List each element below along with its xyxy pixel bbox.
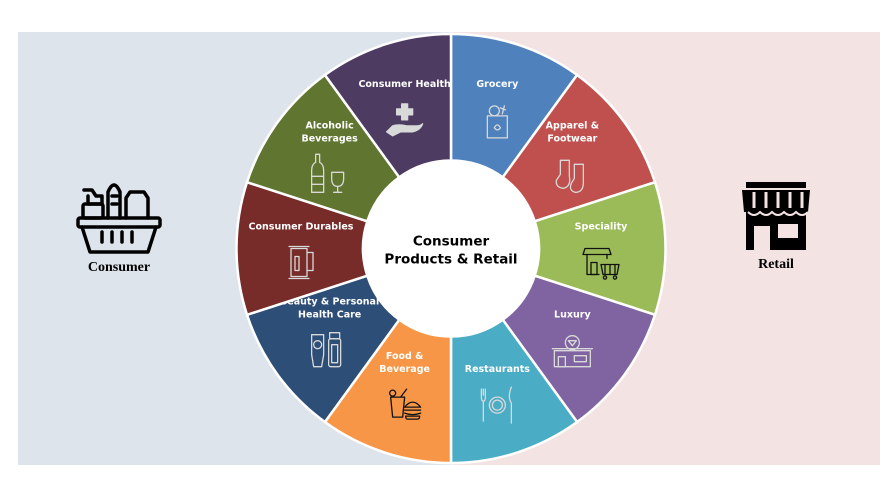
grocery-bag-icon	[486, 105, 509, 139]
consumer-label: Consumer	[87, 260, 151, 275]
center-title-line1: Consumer	[413, 234, 490, 250]
segment-label: Grocery	[476, 79, 519, 90]
segment-label: Luxury	[554, 310, 591, 321]
center-circle	[363, 160, 539, 337]
segment-label: Health Care	[298, 310, 361, 321]
cosmetics-icon	[310, 332, 342, 368]
segment-label: Beverage	[379, 364, 430, 375]
segment-label: Footwear	[547, 133, 597, 144]
retail-storefront-icon	[742, 182, 810, 250]
bottle-glass-icon	[310, 153, 345, 193]
consumer-basket-icon	[76, 183, 162, 254]
segment-label: Apparel &	[546, 120, 599, 131]
segment-label: Food &	[386, 351, 424, 362]
health-hand-icon	[385, 103, 424, 137]
retail-label: Retail	[758, 257, 794, 272]
segment-label: Speciality	[575, 222, 628, 233]
shop-cart-icon	[582, 247, 620, 280]
diamond-store-icon	[551, 335, 594, 368]
kettle-icon	[288, 245, 314, 280]
segment-label: Beverages	[301, 133, 358, 144]
segment-label: Beauty & Personal	[280, 297, 379, 308]
segment-label: Consumer Health	[358, 79, 451, 90]
center-title-line2: Products & Retail	[384, 252, 517, 268]
segment-label: Restaurants	[465, 364, 531, 375]
segment-label: Consumer Durables	[249, 222, 354, 233]
segment-label: Alcoholic	[306, 120, 354, 131]
socks-icon	[555, 159, 585, 193]
drink-burger-icon	[388, 388, 422, 420]
plate-cutlery-icon	[480, 386, 513, 424]
